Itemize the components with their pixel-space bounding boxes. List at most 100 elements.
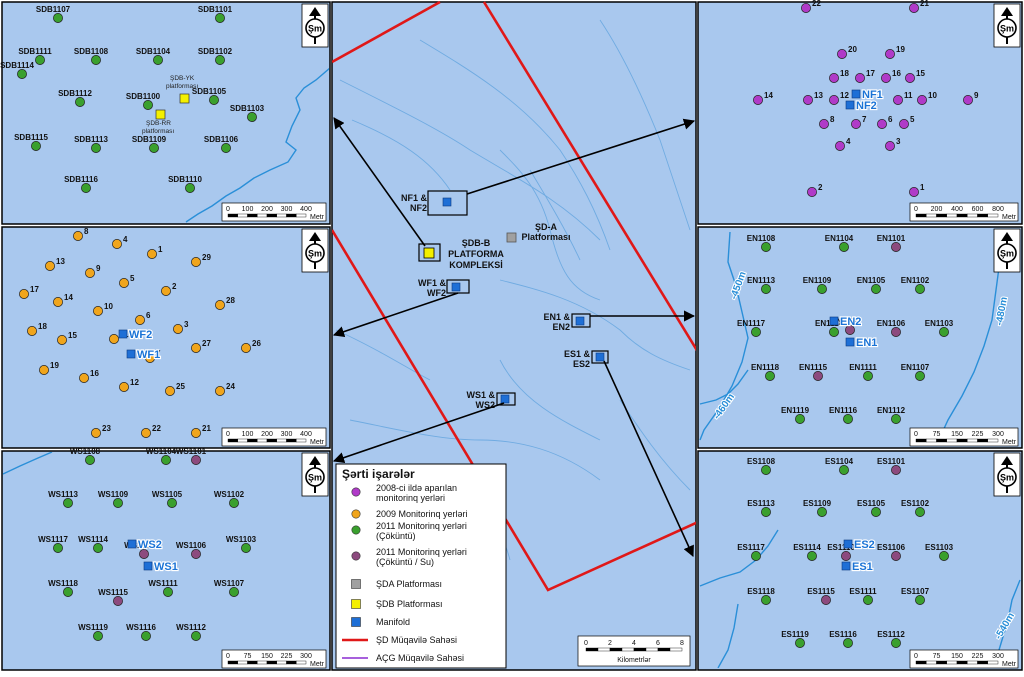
- scale-unit-label: Metr: [1002, 661, 1017, 668]
- scale-bar-segment: [227, 438, 238, 443]
- well-marker: [819, 119, 829, 129]
- well-marker: [165, 386, 175, 396]
- well-label: 9: [96, 264, 101, 273]
- legend-symbol-square: [351, 599, 361, 609]
- north-arrow-head: [309, 7, 321, 16]
- scale-tick-label: 4: [632, 640, 636, 647]
- label-ws-line1: WS1 &: [466, 390, 495, 400]
- scale-bar-segment: [946, 660, 958, 665]
- scale-bar-segment: [936, 660, 947, 665]
- scale-bar-segment: [977, 660, 988, 665]
- well-label: 1: [158, 245, 163, 254]
- legend-box: [335, 463, 507, 669]
- well-marker: [153, 55, 163, 65]
- well-marker: [85, 455, 95, 465]
- nf-manifold-square: [442, 197, 452, 207]
- scale-tick-label: 150: [951, 653, 963, 660]
- scale-tick-label: 0: [226, 653, 230, 660]
- well-marker: [881, 73, 891, 83]
- scale-bar-segment: [266, 213, 277, 218]
- well-marker: [843, 638, 853, 648]
- scale-tick-label: 300: [281, 431, 293, 438]
- well-marker: [215, 300, 225, 310]
- scale-tick-label: 400: [300, 206, 312, 213]
- panel-wf-bg: [1, 226, 331, 449]
- scale-tick-label: 300: [281, 206, 293, 213]
- well-marker: [215, 13, 225, 23]
- manifold-label: ES1: [852, 561, 873, 573]
- scale-bar-segment: [296, 660, 307, 665]
- north-arrow-circle: [305, 467, 325, 487]
- well-marker: [185, 183, 195, 193]
- north-arrow-circle: [997, 243, 1017, 263]
- manifold-marker: [841, 561, 851, 571]
- well-marker: [73, 231, 83, 241]
- well-marker: [191, 455, 201, 465]
- scale-bar-segment: [237, 213, 248, 218]
- well-label: 6: [888, 115, 893, 124]
- well-label: EN1112: [877, 406, 906, 415]
- scale-tick-label: 75: [933, 653, 941, 660]
- well-marker: [761, 284, 771, 294]
- scale-bar-segment: [296, 438, 307, 443]
- well-label: WS1102: [214, 490, 245, 499]
- well-label: SDB1106: [204, 135, 239, 144]
- well-label: 16: [892, 69, 901, 78]
- scale-tick-label: 150: [951, 431, 963, 438]
- well-label: WS1117: [38, 535, 68, 544]
- manifold-marker: [845, 100, 855, 110]
- well-marker: [139, 549, 149, 559]
- sdb-yk-label-line2: platforması: [166, 83, 198, 90]
- well-marker: [761, 507, 771, 517]
- well-marker: [27, 326, 37, 336]
- well-marker: [149, 143, 159, 153]
- north-arrow-symbol: Şm: [308, 249, 322, 259]
- scale-tick-label: 225: [972, 431, 984, 438]
- well-label: 27: [202, 339, 211, 348]
- well-marker: [191, 257, 201, 267]
- scale-tick-label: 0: [914, 431, 918, 438]
- well-marker: [53, 543, 63, 553]
- well-marker: [839, 465, 849, 475]
- scale-bar-segment: [276, 213, 287, 218]
- en-box: [571, 313, 591, 328]
- well-label: 9: [974, 91, 979, 100]
- scale-bar-segment: [286, 213, 297, 218]
- manifold-marker: [851, 89, 861, 99]
- scale-unit-label: Kilometrlər: [617, 657, 651, 664]
- well-label: ES1119: [781, 630, 809, 639]
- scale-tick-label: 225: [972, 653, 984, 660]
- well-marker: [63, 587, 73, 597]
- channel-line: [339, 79, 601, 241]
- scale-bar-segment: [276, 660, 287, 665]
- well-label: 22: [152, 424, 161, 433]
- north-arrow-icon: Şm: [301, 452, 329, 497]
- well-label: 14: [64, 293, 73, 302]
- well-marker: [845, 325, 855, 335]
- manifold-marker: [127, 539, 137, 549]
- north-arrow-head: [1001, 7, 1013, 16]
- well-marker: [221, 143, 231, 153]
- manifold-marker: [118, 329, 128, 339]
- well-marker: [53, 297, 63, 307]
- well-marker: [91, 428, 101, 438]
- north-arrow-circle: [305, 18, 325, 38]
- well-label: 26: [252, 339, 261, 348]
- well-marker: [91, 55, 101, 65]
- well-marker: [247, 112, 257, 122]
- legend-label-line: 2011 Monitorinq yerləri: [376, 521, 467, 531]
- well-label: SDB1114: [0, 61, 34, 70]
- well-label: 21: [920, 0, 929, 8]
- channel-line: [499, 359, 601, 441]
- well-marker: [112, 239, 122, 249]
- well-label: ES1115: [807, 587, 835, 596]
- well-label: SDB1104: [136, 47, 171, 56]
- well-label: 6: [146, 311, 151, 320]
- well-marker: [143, 100, 153, 110]
- scale-bar-segment: [936, 213, 947, 218]
- well-label: WS1113: [48, 490, 78, 499]
